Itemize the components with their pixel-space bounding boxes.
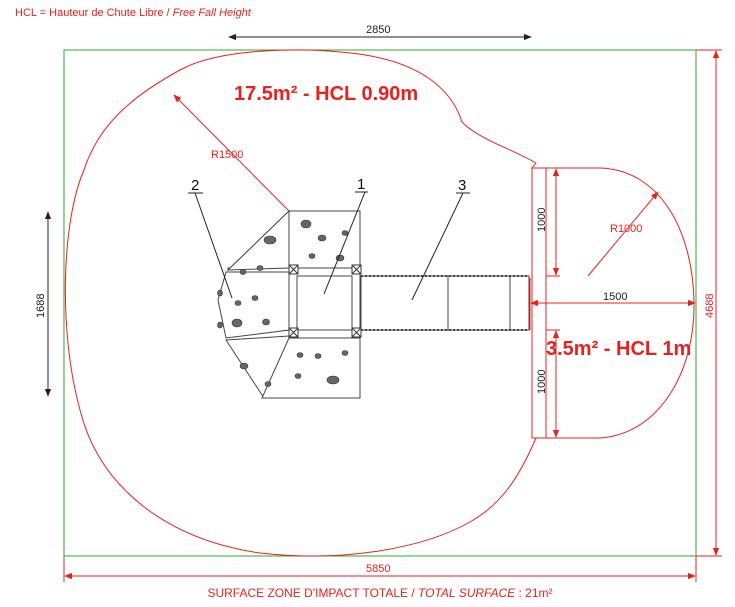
slide [360,275,530,331]
legend-text-en: Free Fall Height [172,7,251,19]
climbing-holds [217,219,349,387]
zone-small-label: 3.5m² - HCL 1m [546,338,691,360]
corner-posts [288,264,362,338]
dim-top-label: 2850 [366,24,390,36]
impact-zone-large [64,49,537,557]
climbing-panel-left [217,271,290,339]
leader-part-1 [323,191,366,295]
caption-text-en: TOTAL SURFACE [418,586,516,600]
equipment-tower [217,209,361,399]
radius-large-line [173,94,290,212]
total-surface-caption: SURFACE ZONE D'IMPACT TOTALE / TOTAL SUR… [0,586,735,600]
total-surface-boundary [63,49,697,557]
dim-bottom-label: 5850 [366,563,390,575]
caption-value: : 21m² [515,586,553,600]
zone-large-label: 17.5m² - HCL 0.90m [234,83,418,105]
leader-part-3 [411,192,464,301]
climbing-panel-top-triangle [226,209,290,271]
dim-left-label: 1688 [35,294,47,318]
platform-inner [296,275,353,331]
radius-small-label: R1000 [610,223,642,235]
label-part-1: 1 [357,176,365,193]
radius-large-label: R1500 [211,149,243,161]
label-part-2: 2 [191,177,199,194]
label-part-3: 3 [458,177,466,194]
legend-hcl: HCL = Hauteur de Chute Libre / Free Fall… [15,7,251,19]
dim-lower-1000-label: 1000 [536,370,548,394]
dim-1500-label: 1500 [603,291,627,303]
dim-upper-1000-label: 1000 [536,208,548,232]
radius-small-line [587,191,659,277]
caption-text-fr: SURFACE ZONE D'IMPACT TOTALE / [207,586,419,600]
legend-text-fr: HCL = Hauteur de Chute Libre [15,7,164,19]
leader-part-2 [194,192,233,299]
dim-right-label: 4688 [704,294,716,318]
legend-separator: / [163,7,173,19]
